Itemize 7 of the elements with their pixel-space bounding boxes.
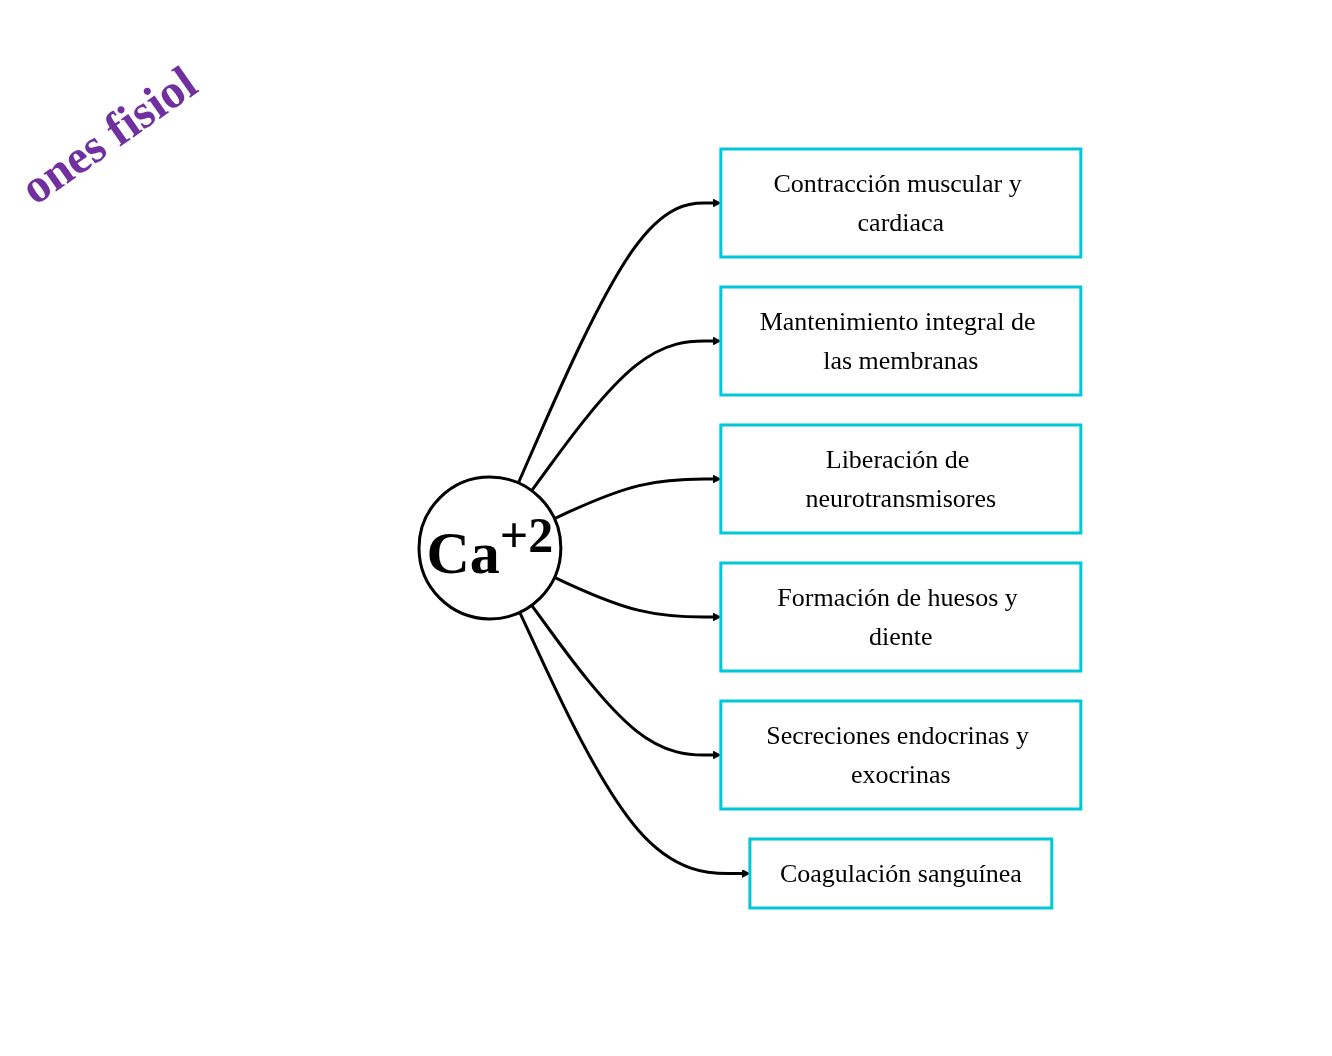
node-box: Secreciones endocrinas y exocrinas xyxy=(719,699,1083,810)
node-box: Liberación de neurotransmisores xyxy=(719,423,1083,534)
node-circle: Ca$^{+2}$ xyxy=(417,475,563,620)
node-box: Formación de huesos y diente xyxy=(719,561,1083,672)
node-box: Mantenimiento integral de las membranas xyxy=(719,285,1083,396)
node-box: Coagulación sanguínea xyxy=(748,837,1054,909)
node-box: Contracción muscular y cardiaca xyxy=(719,147,1083,258)
